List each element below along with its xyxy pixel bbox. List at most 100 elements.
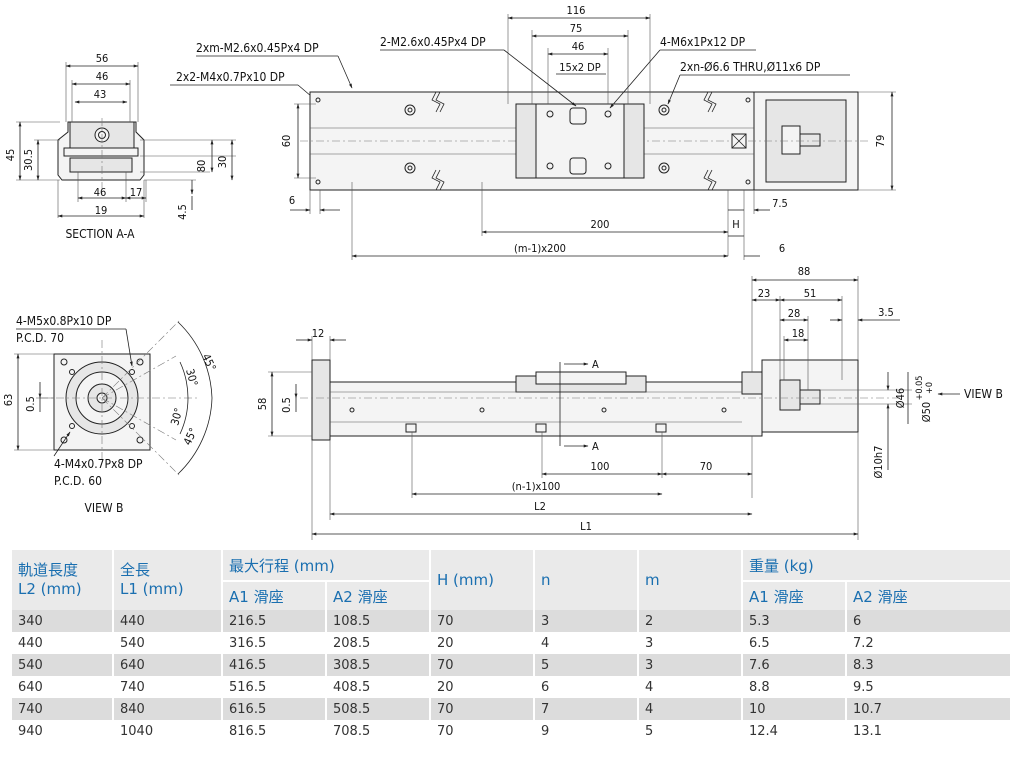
- callout-note: P.C.D. 70: [16, 331, 64, 345]
- table-cell: 416.5: [221, 654, 326, 676]
- table-cell: 13.1: [845, 720, 1010, 742]
- view-caption: VIEW B: [85, 501, 124, 515]
- dim-label: 4.5: [176, 204, 189, 220]
- table-cell: 70: [429, 698, 534, 720]
- dim-label: H: [732, 218, 739, 231]
- table-cell: 9: [533, 720, 638, 742]
- table-cell: 340: [10, 610, 113, 632]
- dim-label: 17: [130, 186, 143, 199]
- table-cell: 4: [533, 632, 638, 654]
- table-cell: 3: [533, 610, 638, 632]
- table-cell: 12.4: [741, 720, 846, 742]
- dim-label: 116: [567, 4, 586, 17]
- header-n: n: [533, 550, 638, 610]
- table-cell: 10: [741, 698, 846, 720]
- dim-label: L2: [534, 500, 546, 513]
- table-cell: 3: [637, 632, 742, 654]
- dim-label: 100: [591, 460, 610, 473]
- dim-label: 75: [570, 22, 583, 35]
- callout-note: 4-M4x0.7Px8 DP: [54, 457, 143, 471]
- table-cell: 5: [637, 720, 742, 742]
- diameter-label: Ø10h7: [872, 446, 885, 479]
- table-cell: 708.5: [325, 720, 430, 742]
- dim-label: 6: [289, 194, 295, 207]
- table-cell: 5.3: [741, 610, 846, 632]
- header-stroke-a1: A1 滑座: [221, 580, 326, 610]
- table-cell: 6.5: [741, 632, 846, 654]
- header-weight-a2: A2 滑座: [845, 580, 1010, 610]
- table-cell: 616.5: [221, 698, 326, 720]
- diameter-label: Ø50: [920, 402, 933, 422]
- table-cell: 740: [112, 676, 222, 698]
- table-cell: 940: [10, 720, 113, 742]
- table-cell: 508.5: [325, 698, 430, 720]
- dim-label: 60: [280, 135, 293, 148]
- table-cell: 308.5: [325, 654, 430, 676]
- tolerance-label: +0: [925, 382, 935, 394]
- callout-note: 2xn-Ø6.6 THRU,Ø11x6 DP: [680, 60, 821, 74]
- dim-label: 51: [804, 287, 817, 300]
- callout-note: 2x2-M4x0.7Px10 DP: [176, 70, 285, 84]
- dim-label: 28: [788, 307, 801, 320]
- table-cell: 640: [112, 654, 222, 676]
- table-cell: 208.5: [325, 632, 430, 654]
- angle-label: 45°: [181, 426, 200, 447]
- dim-label: 7.5: [772, 197, 788, 210]
- table-cell: 108.5: [325, 610, 430, 632]
- callout-note: 2-M2.6x0.45Px4 DP: [380, 35, 486, 49]
- dim-label: 18: [792, 327, 805, 340]
- table-cell: 408.5: [325, 676, 430, 698]
- table-cell: 440: [10, 632, 113, 654]
- view-direction-label: VIEW B: [964, 387, 1003, 401]
- table-cell: 3: [637, 654, 742, 676]
- dim-label: 30: [216, 156, 229, 169]
- header-total-length: 全長 L1 (mm): [112, 550, 222, 610]
- table-cell: 640: [10, 676, 113, 698]
- dim-label: 43: [94, 88, 107, 101]
- angle-label: 30°: [168, 406, 185, 426]
- dim-label: 58: [256, 398, 269, 411]
- header-max-stroke: 最大行程 (mm): [221, 550, 430, 581]
- table-cell: 4: [637, 676, 742, 698]
- dim-label: 19: [95, 204, 108, 217]
- table-cell: 1040: [112, 720, 222, 742]
- table-cell: 8.3: [845, 654, 1010, 676]
- table-cell: 440: [112, 610, 222, 632]
- callout-note: P.C.D. 60: [54, 474, 102, 488]
- section-a-a-view: 56 46 43 45 30.5 80 30 4.5 46 17: [4, 52, 319, 241]
- callout-note: 4-M6x1Px12 DP: [660, 35, 746, 49]
- dim-label: 6: [779, 242, 785, 255]
- dim-label: 200: [591, 218, 610, 231]
- header-weight-a1: A1 滑座: [741, 580, 846, 610]
- table-cell: 6: [845, 610, 1010, 632]
- header-rail-length: 軌道長度 L2 (mm): [10, 550, 113, 610]
- table-cell: 740: [10, 698, 113, 720]
- table-cell: 70: [429, 720, 534, 742]
- diameter-label: Ø46: [894, 388, 907, 408]
- header-m: m: [637, 550, 742, 610]
- table-cell: 840: [112, 698, 222, 720]
- table-cell: 9.5: [845, 676, 1010, 698]
- table-cell: 540: [112, 632, 222, 654]
- dim-label: 0.5: [24, 396, 37, 412]
- dim-label: 63: [2, 394, 15, 407]
- dim-label: 80: [195, 160, 208, 173]
- dim-label: 70: [700, 460, 713, 473]
- table-cell: 2: [637, 610, 742, 632]
- dim-label: 56: [96, 52, 109, 65]
- header-weight: 重量 (kg): [741, 550, 1010, 581]
- table-cell: 540: [10, 654, 113, 676]
- dim-label: 12: [312, 327, 325, 340]
- dim-label: 15x2 DP: [559, 61, 601, 74]
- dim-label: 45: [4, 149, 17, 162]
- dim-label: 0.5: [280, 397, 293, 413]
- table-cell: 70: [429, 654, 534, 676]
- tolerance-label: +0.05: [915, 376, 925, 401]
- table-cell: 216.5: [221, 610, 326, 632]
